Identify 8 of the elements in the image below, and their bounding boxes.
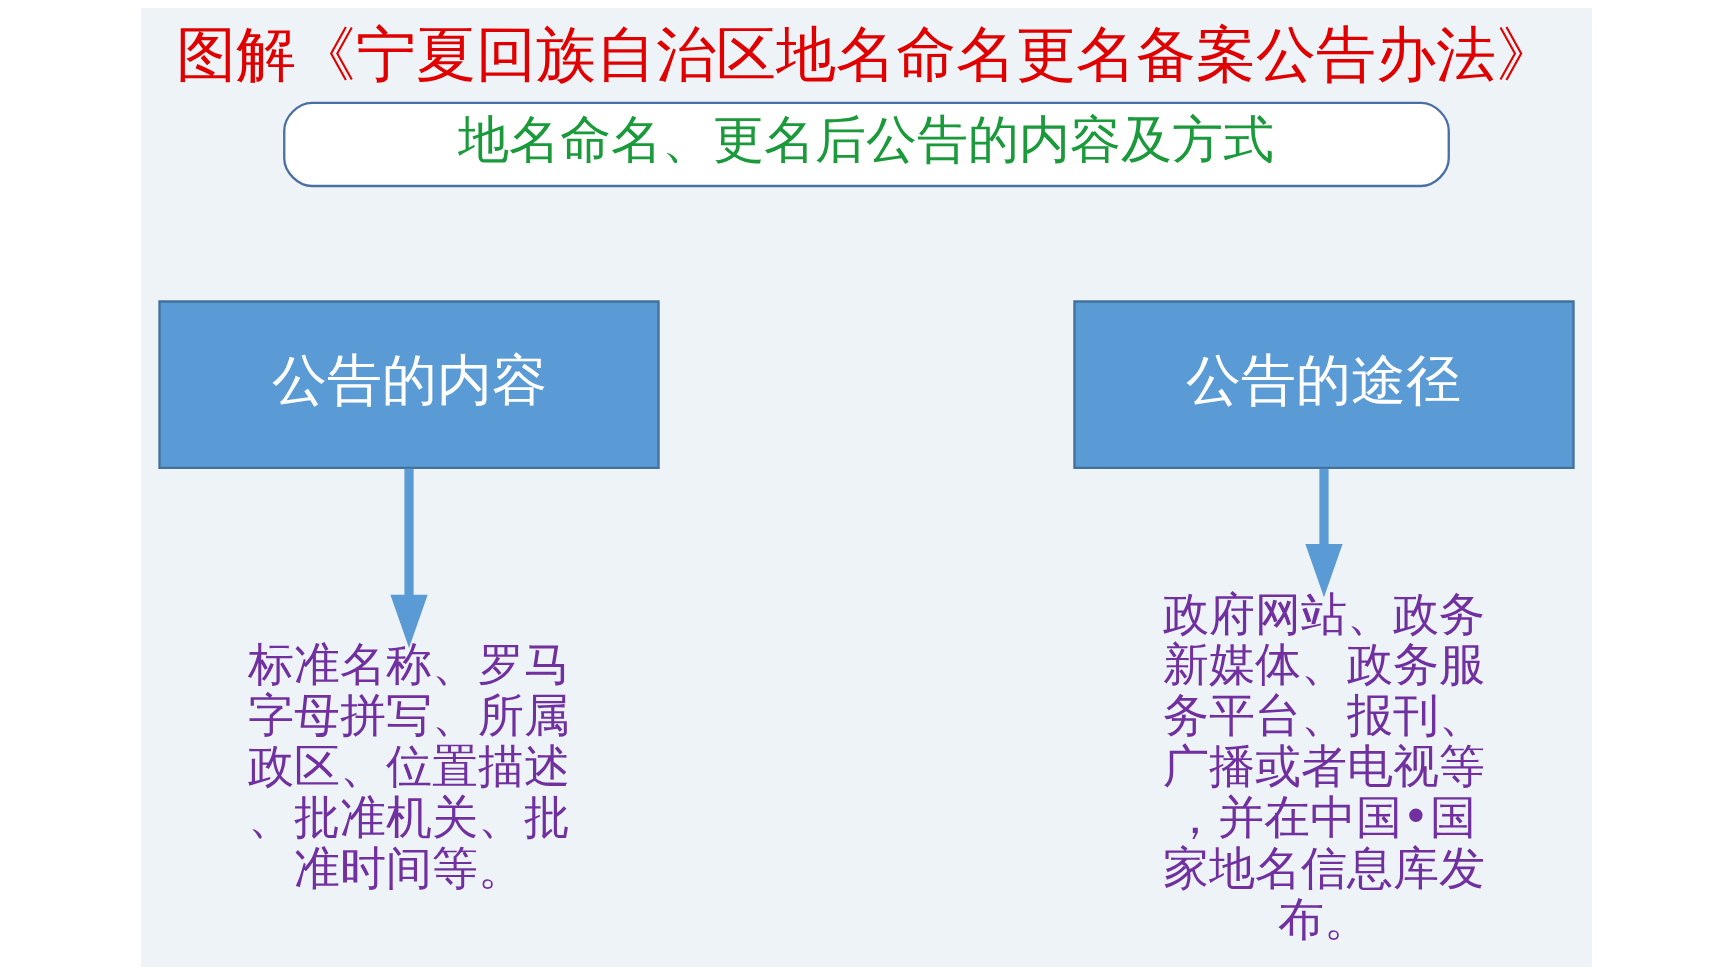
node-box: 公告的途径 — [1073, 300, 1575, 469]
arrow — [1305, 468, 1343, 598]
node-text: 政府网站、政务新媒体、政务服务平台、报刊、广播或者电视等，并在中国•国家地名信息库发布。 — [1162, 586, 1485, 946]
arrow — [390, 468, 428, 649]
node-box: 地名命名、更名后公告的内容及方式 — [283, 101, 1450, 188]
diagram-title: 图解《宁夏回族自治区地名命名更名备案公告办法》 — [176, 18, 1557, 89]
node-text: 标准名称、罗马字母拼写、所属政区、位置描述、批准机关、批准时间等。 — [248, 637, 571, 895]
node-box: 公告的内容 — [158, 300, 660, 469]
